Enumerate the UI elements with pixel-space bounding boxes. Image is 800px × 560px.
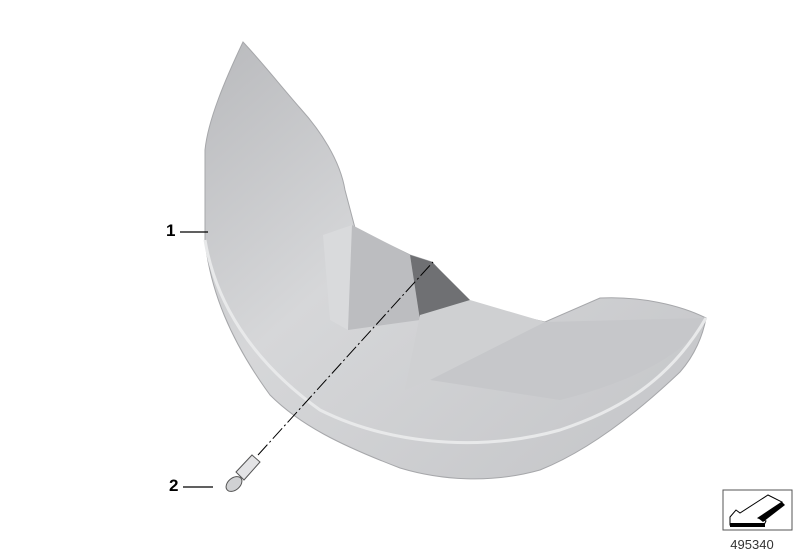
callout-number-2[interactable]: 2 [169, 476, 179, 495]
arrow-direction-icon [722, 489, 793, 531]
cover-part[interactable] [203, 41, 708, 480]
screw-part[interactable] [223, 454, 261, 494]
callout-number-1[interactable]: 1 [166, 221, 176, 240]
diagram-reference-number: 495340 [730, 537, 774, 552]
